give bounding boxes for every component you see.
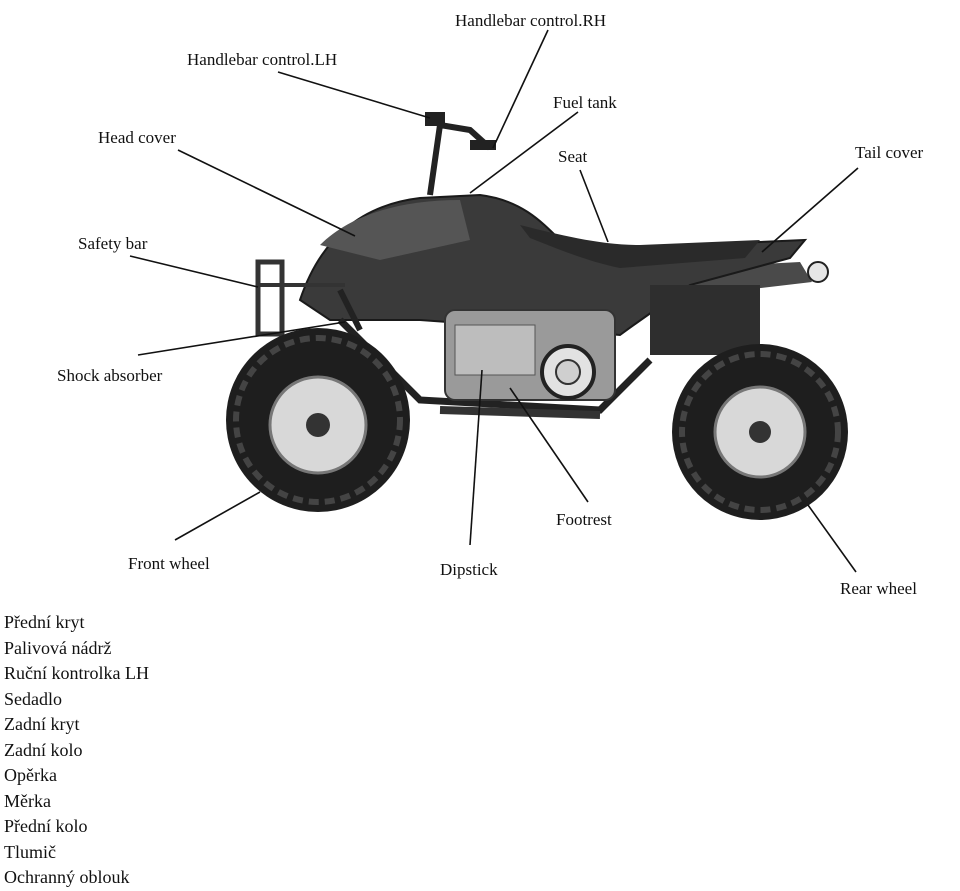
engine-fins [454,324,536,376]
seat-shape [520,225,760,268]
safety-bar-shape [255,259,285,337]
label-front-wheel: Front wheel [128,554,210,573]
leader-seat [579,169,609,243]
label-handlebar-rh: Handlebar control.RH [455,11,606,30]
translation-item: Palivová nádrž [4,637,112,658]
translation-item: Ochranný oblouk [4,867,130,887]
engine-cover-center [555,359,581,385]
translation-item: Ruční kontrolka LH [4,663,149,683]
leader-tail-cover [761,167,859,253]
label-rear-wheel: Rear wheel [840,579,917,598]
translation-item: Měrka [4,790,51,811]
translation-item: Přední kryt [4,612,85,632]
rear-frame [650,285,760,355]
leader-lines [129,29,859,573]
leader-handlebar-rh [492,29,549,149]
leader-fuel-tank [469,111,579,194]
translation-list: Přední kryt Palivová nádrž Ruční kontrol… [4,610,149,891]
tail-light [807,261,829,283]
translation-item: Zadní kolo [4,739,83,760]
head-cover-shape [320,200,470,260]
leader-shock-absorber [137,321,346,356]
leader-rear-wheel [807,504,857,573]
label-handlebar-lh: Handlebar control.LH [187,50,337,69]
handlebar-grip-rh [470,140,496,150]
translation-item: Tlumič [4,841,56,862]
leader-footrest [509,387,589,503]
handlebar-shape [427,121,493,196]
leader-dipstick [469,369,483,546]
part-labels: Handlebar control.RH Handlebar control.L… [57,11,924,598]
handlebar-grip-lh [425,112,445,126]
shock-shape [337,288,363,332]
label-head-cover: Head cover [98,128,176,147]
translation-item: Sedadlo [4,688,62,709]
label-dipstick: Dipstick [440,560,498,579]
footrest-shape [439,406,601,419]
label-seat: Seat [558,147,588,166]
leader-handlebar-lh [277,71,431,119]
translation-item: Opěrka [4,765,57,785]
leader-head-cover [177,149,356,237]
atv-illustration [226,112,848,520]
label-footrest: Footrest [556,510,612,529]
front-wheel-shape [226,328,410,512]
label-safety-bar: Safety bar [78,234,148,253]
translation-item: Zadní kryt [4,714,80,734]
leader-front-wheel [174,491,261,541]
rear-wheel-shape [672,344,848,520]
atv-diagram: Handlebar control.RH Handlebar control.L… [57,11,924,598]
translation-item: Přední kolo [4,816,88,836]
label-shock-absorber: Shock absorber [57,366,163,385]
leader-safety-bar [129,255,259,288]
label-fuel-tank: Fuel tank [553,93,617,112]
label-tail-cover: Tail cover [855,143,924,162]
